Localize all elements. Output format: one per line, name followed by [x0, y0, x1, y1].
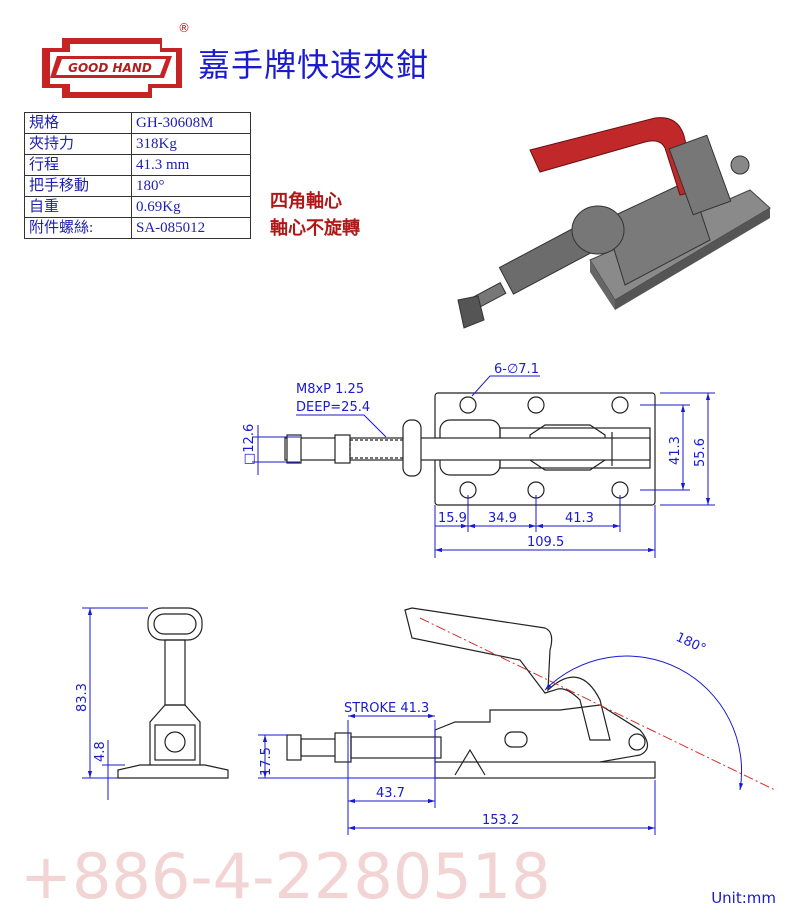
dim-stroke: STROKE 41.3	[344, 701, 429, 716]
dim-front-height: 83.3	[75, 683, 90, 712]
product-photo	[457, 117, 771, 329]
spec-value: 0.69Kg	[131, 196, 251, 218]
hole-callout: 6-∅7.1	[494, 362, 539, 377]
front-view	[117, 607, 229, 779]
rotation-centerline	[419, 617, 776, 791]
dim-15-9: 15.9	[438, 511, 467, 526]
dim-34-9: 34.9	[488, 511, 517, 526]
spec-key: 自重	[24, 196, 132, 218]
spec-value: 318Kg	[131, 133, 251, 155]
note-line: 四角軸心	[270, 191, 342, 212]
thread-callout: M8xP 1.25	[296, 382, 364, 397]
feature-note: 四角軸心 軸心不旋轉	[270, 188, 360, 242]
dim-side-height: 17.5	[259, 747, 274, 776]
thread-depth: DEEP=25.4	[296, 400, 370, 415]
good-hand-logo: GOOD HAND ®	[42, 21, 190, 98]
dim-hole-pitch: 41.3	[668, 436, 683, 465]
side-view	[286, 607, 656, 779]
svg-text:GOOD HAND: GOOD HAND	[68, 61, 152, 75]
page-title: 嘉手牌快速夾鉗	[198, 46, 430, 84]
dim-43-7: 43.7	[376, 786, 405, 801]
watermark-phone: +886-4-2280518	[20, 840, 551, 913]
spec-value: GH-30608M	[131, 112, 251, 134]
svg-text:®: ®	[178, 21, 190, 35]
spec-value: 41.3 mm	[131, 154, 251, 176]
rotation-arc	[544, 655, 744, 791]
spec-key: 把手移動	[24, 175, 132, 197]
dim-total-length: 153.2	[482, 813, 519, 828]
dim-square-shaft: □12.6	[242, 424, 257, 465]
dim-plate-length: 109.5	[527, 535, 564, 550]
unit-label: Unit:mm	[711, 889, 776, 907]
table-row: 附件螺絲:SA-085012	[24, 217, 251, 239]
dim-41-3: 41.3	[565, 511, 594, 526]
dim-angle: 180°	[673, 630, 708, 657]
dim-plate-width: 55.6	[693, 438, 708, 467]
spec-value: SA-085012	[131, 217, 251, 239]
note-line: 軸心不旋轉	[270, 218, 360, 239]
dim-base-thickness: 4.8	[93, 741, 108, 762]
